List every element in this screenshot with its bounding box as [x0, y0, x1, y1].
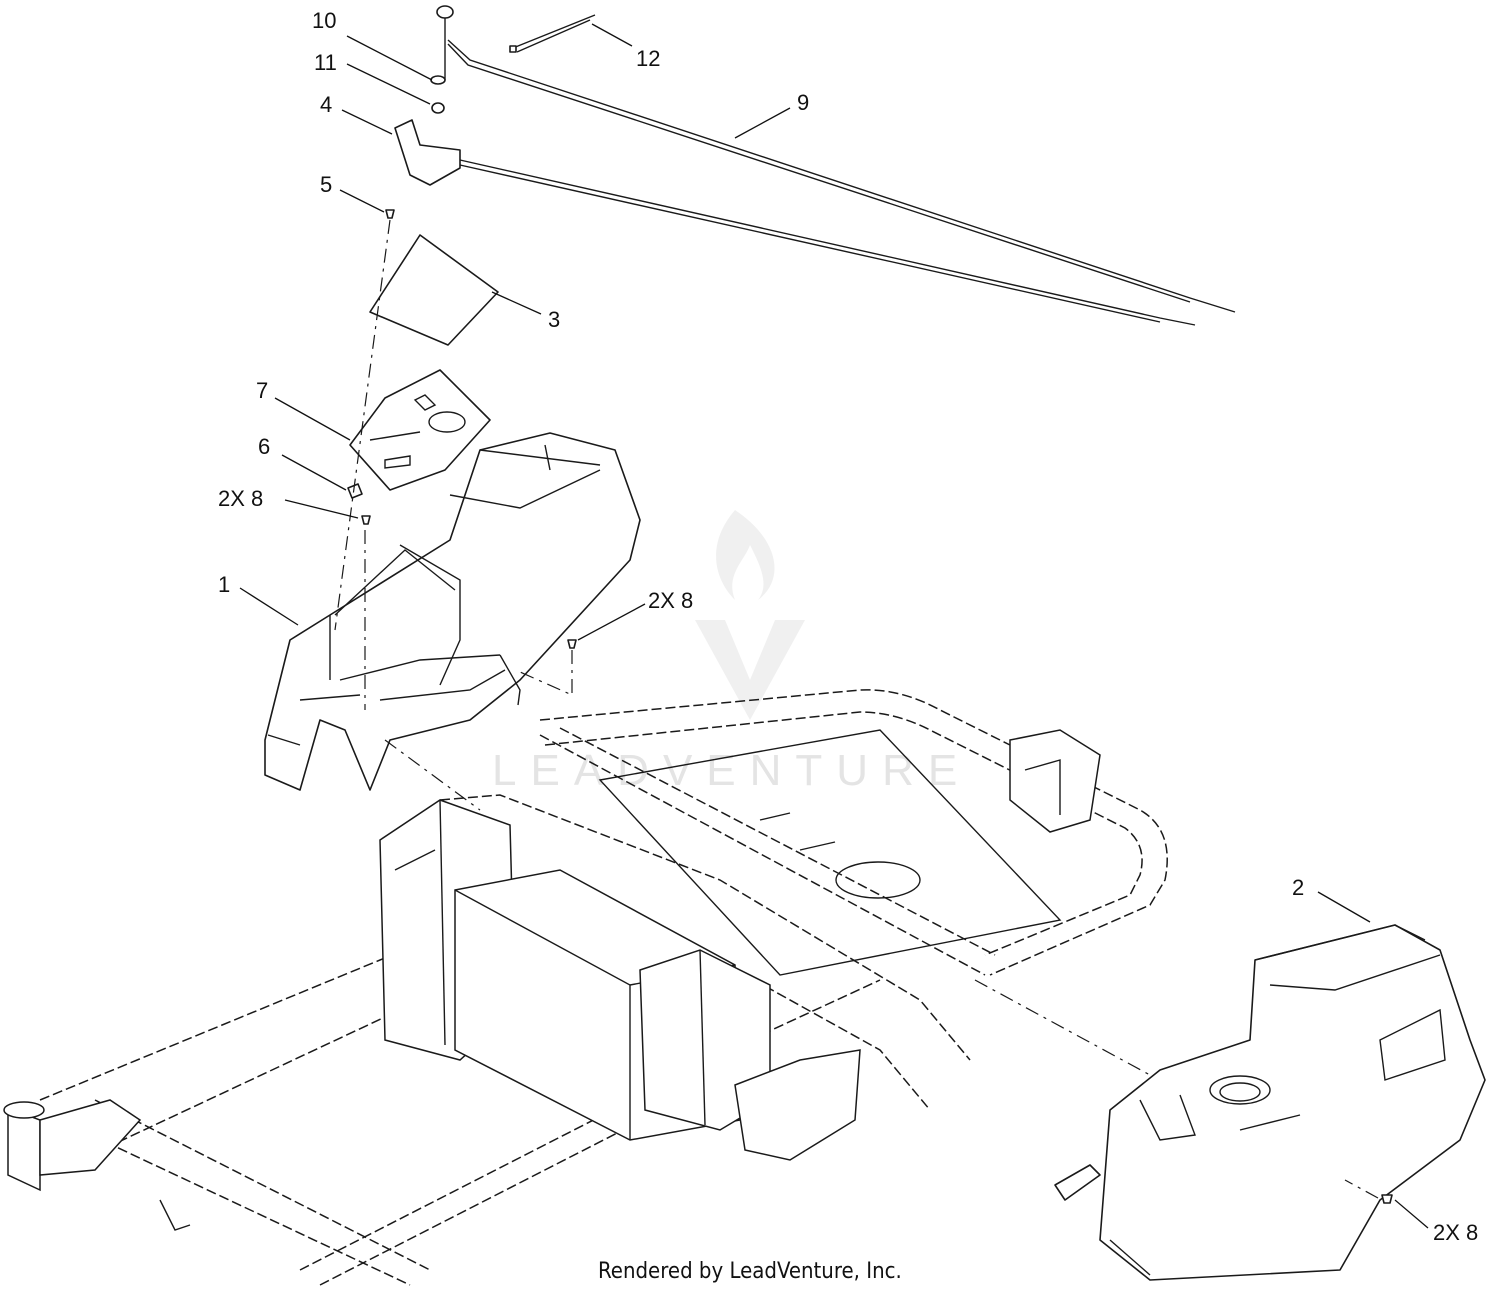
callout-8a: 2X 8 [218, 486, 263, 511]
screw-part-8-console [1381, 1194, 1393, 1204]
render-credit: Rendered by LeadVenture, Inc. [598, 1259, 902, 1284]
cable-tie-part-12 [509, 14, 596, 53]
watermark-logo [695, 510, 805, 720]
nut-part-11 [431, 102, 445, 114]
callout-3: 3 [548, 307, 560, 332]
frame-assembly [3, 689, 1168, 1286]
washer-part-10 [430, 75, 446, 85]
clip-nut-part-6 [347, 483, 363, 499]
decal-part-3 [369, 234, 499, 346]
callout-8b: 2X 8 [648, 588, 693, 613]
callout-12: 12 [636, 46, 660, 71]
callout-7: 7 [256, 378, 268, 403]
assembly-lines [334, 219, 1379, 1199]
screw-part-8-left [361, 515, 371, 525]
right-console-part-2 [1054, 924, 1486, 1281]
callout-8c: 2X 8 [1433, 1220, 1478, 1245]
callout-9: 9 [797, 90, 809, 115]
callout-1: 1 [218, 572, 230, 597]
screw-part-5 [385, 209, 395, 219]
left-console-part-1 [264, 432, 641, 791]
throttle-cable [459, 159, 1196, 326]
callout-10: 10 [312, 8, 336, 33]
throttle-control-part-4 [394, 119, 461, 186]
watermark-text: LEADVENTURE [492, 746, 971, 795]
callouts: 10 11 4 5 3 7 6 2X 8 1 2X 8 9 12 2 2X 8 [218, 8, 1478, 1245]
leader-lines [239, 23, 1429, 1229]
callout-11: 11 [314, 50, 337, 75]
control-panel-part-7 [349, 369, 491, 491]
choke-cable-part-9 [436, 5, 1236, 313]
callout-6: 6 [258, 434, 270, 459]
callout-2: 2 [1292, 875, 1304, 900]
callout-5: 5 [320, 172, 332, 197]
callout-4: 4 [320, 92, 332, 117]
screw-part-8-right [567, 639, 577, 649]
